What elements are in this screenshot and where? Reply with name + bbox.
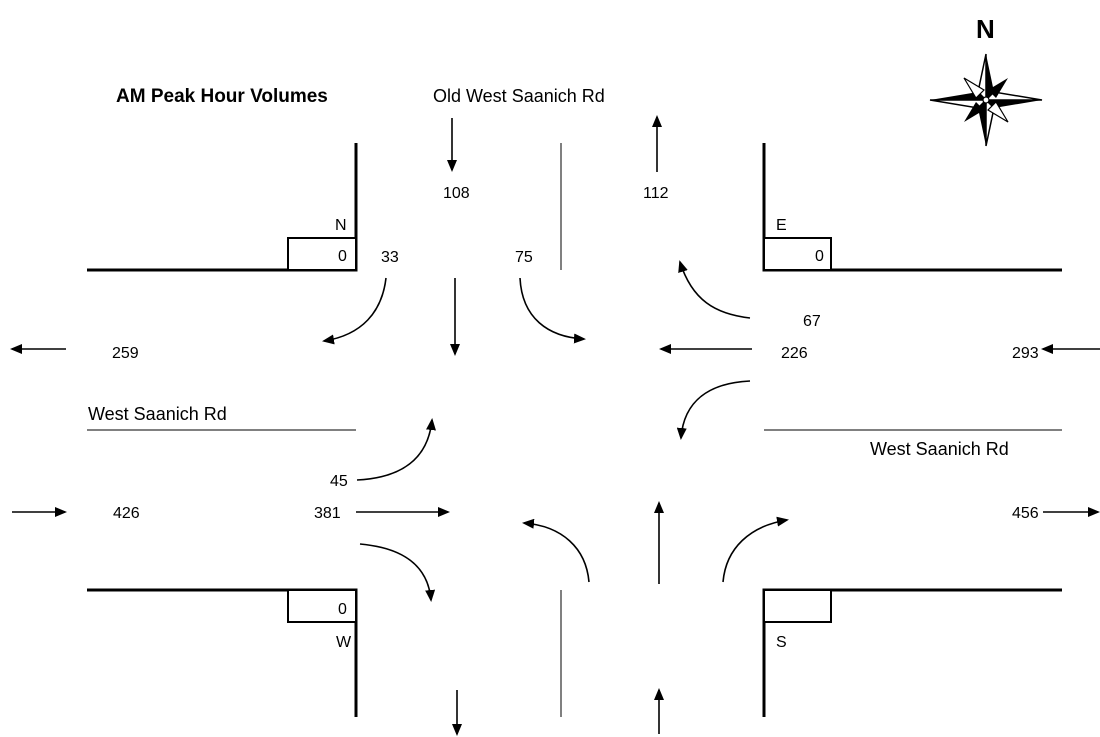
arrow-south-right-turn [722,516,789,583]
street-name-east: West Saanich Rd [870,439,1009,459]
north-leg-movements: 108 112 33 75 [322,115,669,356]
arrow-west-right-turn [359,543,436,602]
road-edges [87,143,1062,717]
east-leg-movements: 67 226 293 456 [659,260,1100,522]
arrow-east-left-turn [678,260,751,319]
volume-east-inbound: 293 [1012,345,1039,362]
north-arrow-icon: N [929,14,1043,147]
corner-box-e: 0 E [763,217,832,271]
arrow-north-left-turn [519,277,586,344]
volume-north-left: 75 [515,249,533,266]
volume-east-through: 226 [781,345,808,362]
street-name-north: Old West Saanich Rd [433,86,605,106]
svg-text:0: 0 [338,248,347,265]
volume-north-inbound: 108 [443,185,470,202]
svg-text:E: E [776,217,787,234]
corner-box-w: 0 W [287,589,357,651]
corner-box-n: 0 N [287,217,357,271]
volume-east-outbound: 456 [1012,505,1039,522]
arrow-south-left-turn [522,518,590,583]
svg-text:N: N [976,14,995,44]
arrow-north-right-turn [322,277,387,345]
svg-text:0: 0 [815,248,824,265]
volume-west-outbound: 259 [112,345,139,362]
volume-north-right: 33 [381,249,399,266]
svg-text:N: N [335,217,347,234]
arrow-east-right-turn [676,380,751,440]
svg-text:0: 0 [338,601,347,618]
volume-north-outbound: 112 [643,185,669,202]
volume-west-inbound: 426 [113,505,140,522]
svg-text:W: W [336,634,352,651]
street-name-west: West Saanich Rd [88,404,227,424]
corner-box-s: S [763,589,832,651]
volume-west-left: 45 [330,473,348,490]
diagram-title: AM Peak Hour Volumes [116,86,328,107]
svg-text:S: S [776,634,787,651]
west-leg-movements: 259 426 45 381 [10,344,450,602]
south-leg-movements [452,501,789,736]
arrow-west-left-turn [356,418,436,481]
volume-west-through: 381 [314,505,341,522]
volume-east-left: 67 [803,313,821,330]
